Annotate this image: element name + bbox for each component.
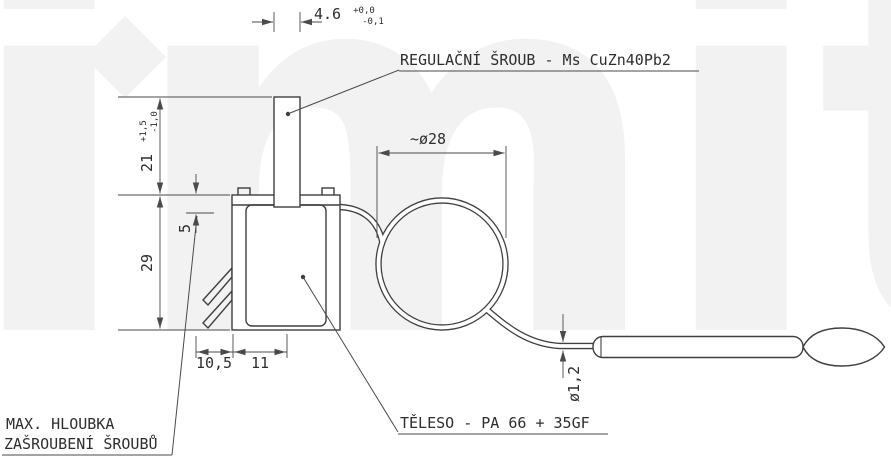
body-material-label: TĚLESO - PA 66 + 35GF bbox=[400, 413, 590, 432]
capillary-coil bbox=[336, 197, 600, 350]
sensor-bulb-capsule bbox=[592, 335, 804, 359]
dim-terminal-offset-text: 10,5 bbox=[196, 354, 232, 372]
thermostat-body bbox=[202, 96, 341, 331]
dim-body-height-text: 29 bbox=[138, 254, 156, 272]
leader-dot-screw bbox=[285, 111, 291, 117]
regulating-screw-label: REGULAČNÍ ŠROUB - Ms CuZn40Pb2 bbox=[400, 50, 671, 69]
leader-body bbox=[302, 276, 399, 433]
body-outline bbox=[231, 194, 341, 331]
capillary-exit bbox=[483, 306, 600, 350]
sensor-bulb-tip bbox=[802, 327, 886, 367]
dimension-lines bbox=[118, 12, 567, 378]
terminal-blade bbox=[202, 289, 233, 330]
drawing-texts: REGULAČNÍ ŠROUB - Ms CuZn40Pb2 TĚLESO - … bbox=[4, 0, 671, 453]
leader-regulating-screw bbox=[289, 69, 400, 114]
sensor-bulb bbox=[592, 327, 886, 367]
dim-screw-depth-text: 5 bbox=[176, 224, 194, 233]
max-depth-label-line1: MAX. HLOUBKA bbox=[6, 415, 114, 433]
dim-screw-width-text: 4.6 +0,0 -0,1 bbox=[314, 0, 384, 27]
max-depth-label-line2: ZAŠROUBENÍ ŠROUBŮ bbox=[4, 434, 158, 453]
terminal-blade bbox=[202, 266, 233, 307]
dim-stem-offset-text: 11 bbox=[251, 354, 269, 372]
dim-capillary-diameter-text: ø1,2 bbox=[565, 366, 583, 402]
dim-stem-height-text: 21 +1,5 -1,0 bbox=[132, 111, 160, 172]
leader-max-depth bbox=[171, 215, 198, 456]
leader-lines bbox=[2, 69, 699, 456]
dim-coil-diameter-text: ~ø28 bbox=[410, 130, 446, 148]
